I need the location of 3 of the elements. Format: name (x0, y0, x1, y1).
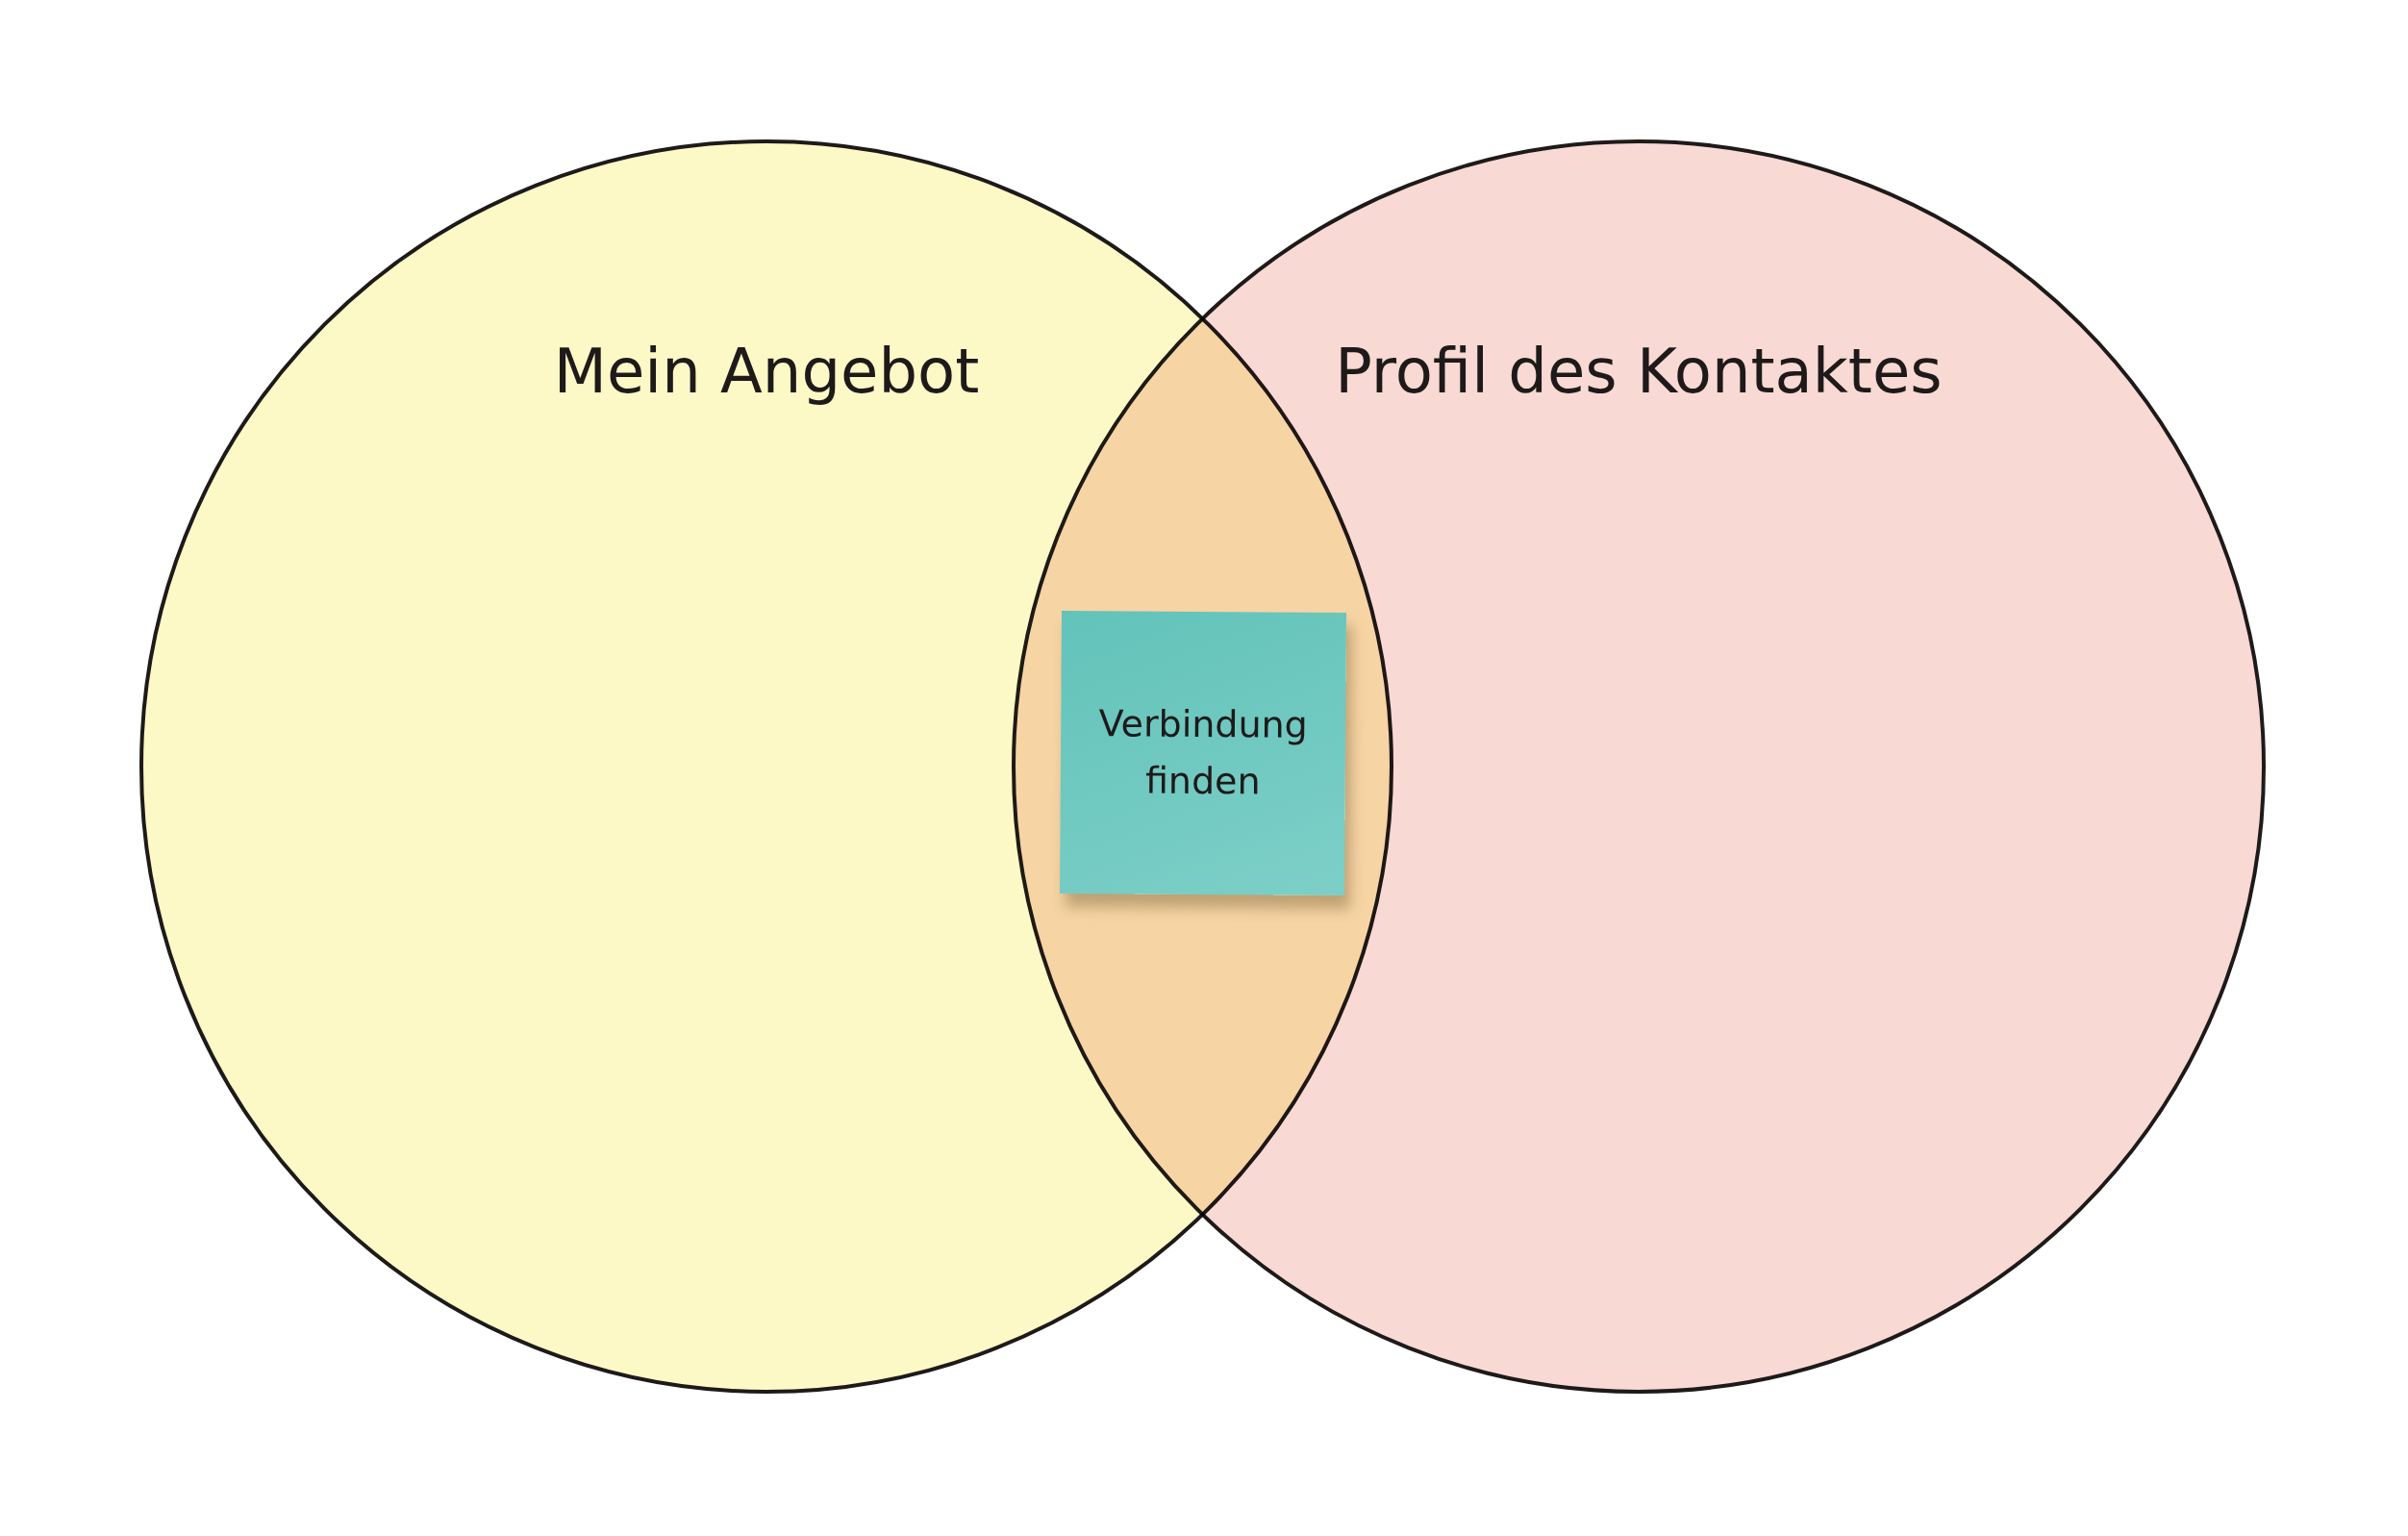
sticky-note (1060, 610, 1346, 896)
circle-heading: Profil des Kontaktes (1334, 336, 1944, 407)
note-text: Verbindung finden (1097, 701, 1309, 805)
